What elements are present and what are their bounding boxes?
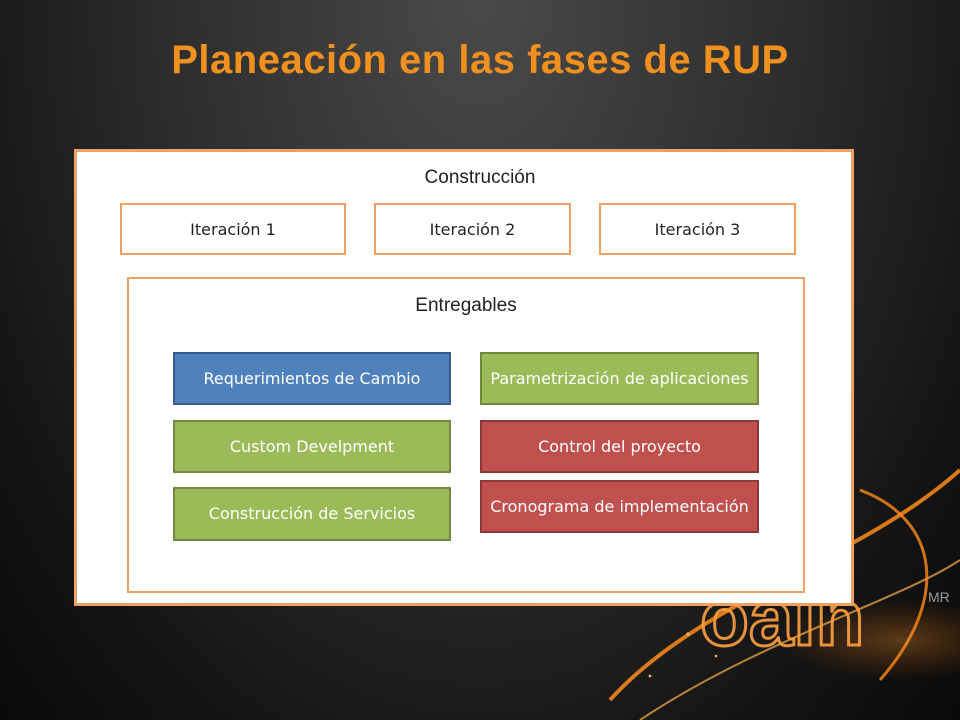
deliverable-control-proyecto: Control del proyecto: [480, 420, 759, 473]
deliverable-requerimientos: Requerimientos de Cambio: [173, 352, 451, 405]
iteration-3-box: Iteración 3: [599, 203, 796, 255]
deliverable-parametrizacion: Parametrización de aplicaciones: [480, 352, 759, 405]
iteration-2-box: Iteración 2: [374, 203, 571, 255]
iteration-1-box: Iteración 1: [120, 203, 346, 255]
construccion-label: Construcción: [424, 167, 536, 188]
deliverable-cronograma: Cronograma de implementación: [480, 480, 759, 533]
deliverable-custom-development: Custom Develpment: [173, 420, 451, 473]
entregables-label: Entregables: [415, 295, 517, 316]
slide-title: Planeación en las fases de RUP: [171, 38, 789, 82]
svg-text:MR: MR: [928, 589, 950, 605]
deliverable-construccion-servicios: Construcción de Servicios: [173, 487, 451, 541]
